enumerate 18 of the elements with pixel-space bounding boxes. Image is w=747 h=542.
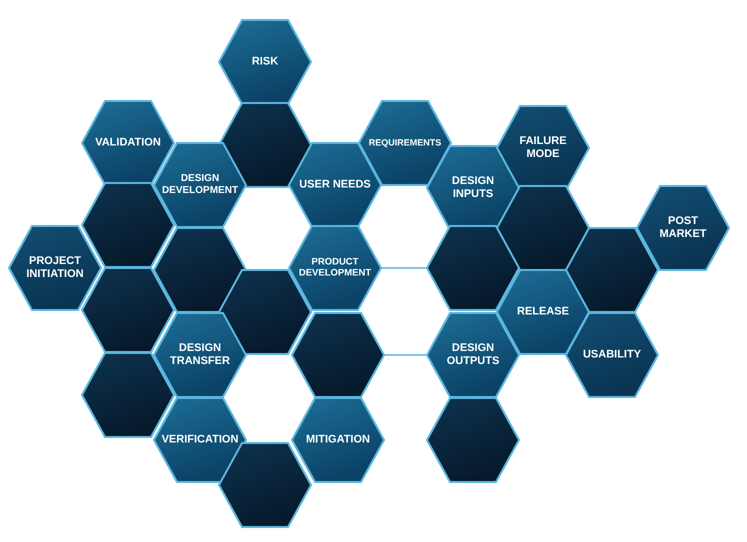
tile-label: DESIGN TRANSFER	[169, 342, 231, 368]
tile-label: DESIGN INPUTS	[450, 174, 496, 202]
tile-label: REQUIREMENTS	[368, 138, 442, 148]
tile-label: VERIFICATION	[160, 433, 240, 447]
tile-label: USABILITY	[582, 348, 642, 362]
tile-label: POST MARKET	[658, 214, 708, 242]
connector-line	[384, 354, 427, 356]
tile-label: MITIGATION	[305, 433, 371, 447]
tile-label: VALIDATION	[94, 136, 162, 150]
tile-label: FAILURE MODE	[518, 134, 568, 162]
tile-label: DESIGN OUTPUTS	[446, 342, 500, 368]
connector-line	[381, 267, 427, 269]
tile-label: RELEASE	[516, 305, 570, 319]
tile-label: USER NEEDS	[298, 178, 372, 192]
tile-label: RISK	[250, 55, 280, 69]
tile-label: PROJECT INITIATION	[25, 254, 85, 282]
tile-label: DESIGN DEVELOPMENT	[160, 173, 240, 197]
tile-label: PRODUCT DEVELOPMENT	[298, 256, 372, 280]
